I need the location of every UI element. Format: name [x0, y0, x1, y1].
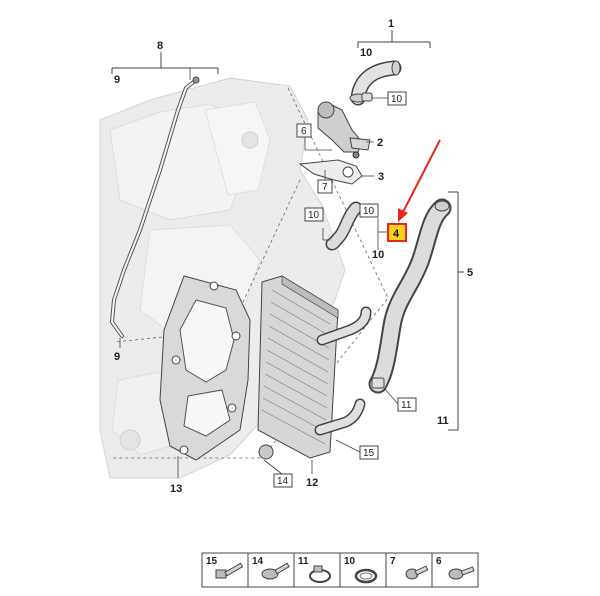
assembly-outline-inner — [114, 179, 301, 343]
callout-11-plain: 11 — [437, 415, 449, 427]
callout-10-box-a: 10 — [391, 94, 403, 105]
box-14 — [273, 473, 293, 488]
callout-2: 2 — [377, 137, 383, 149]
bolt-collar-icon — [448, 566, 475, 580]
callout-14-box: 14 — [277, 476, 289, 487]
svg-text:14: 14 — [252, 556, 264, 567]
svg-text:6: 6 — [436, 556, 442, 567]
callout-4-highlight[interactable] — [387, 223, 407, 242]
oil-cooler-12 — [257, 275, 372, 460]
box-10-a — [387, 91, 407, 106]
svg-text:15: 15 — [206, 556, 218, 567]
bracket-5 — [448, 191, 464, 431]
callout-6-box: 6 — [301, 126, 307, 137]
callout-10-top: 10 — [360, 47, 372, 59]
box-10-c — [359, 203, 379, 218]
gasket-3 — [298, 159, 363, 185]
callout-15-box: 15 — [363, 448, 375, 459]
callout-12: 12 — [306, 477, 318, 489]
red-arrow-icon — [398, 139, 441, 222]
legend-cell-14: 14 — [252, 556, 290, 580]
assembly-outline — [110, 87, 389, 459]
callout-11-box: 11 — [401, 400, 412, 411]
vent-hose-8 — [109, 76, 200, 338]
callout-5: 5 — [467, 267, 473, 279]
svg-text:10: 10 — [344, 556, 356, 567]
box-15 — [359, 445, 379, 460]
svg-text:7: 7 — [390, 556, 396, 567]
legend-cell-6: 6 — [436, 556, 475, 580]
clamp-10-a — [361, 92, 373, 102]
callout-8: 8 — [157, 40, 163, 52]
callout-3: 3 — [378, 171, 384, 183]
bracket-4 — [377, 218, 388, 250]
legend-cell-7: 7 — [390, 556, 429, 580]
legend-cell-10: 10 — [344, 556, 378, 584]
bolt-flange-icon — [261, 562, 290, 580]
gasket-plate-13 — [159, 275, 251, 461]
callout-10-box-b: 10 — [308, 210, 320, 221]
long-hose-5 — [368, 198, 452, 394]
legend-cell-15: 15 — [206, 556, 244, 579]
legend-cell-11: 11 — [298, 556, 331, 583]
fastener-legend — [201, 552, 479, 588]
small-hose-4 — [325, 201, 363, 251]
box-11 — [397, 397, 417, 412]
bolt-short-icon — [405, 565, 429, 580]
box-10-b — [304, 207, 324, 222]
box-7 — [317, 179, 333, 194]
box-6 — [296, 123, 312, 138]
callout-1: 1 — [388, 18, 394, 30]
bracket-1 — [357, 30, 431, 48]
callout-10-box-c: 10 — [363, 206, 375, 217]
callout-7-box: 7 — [322, 182, 328, 193]
bolt-long-icon — [215, 562, 244, 579]
spring-clamp-icon — [354, 568, 378, 584]
callout-13: 13 — [170, 483, 182, 495]
clamp-11 — [371, 377, 385, 389]
callout-4[interactable]: 4 — [393, 228, 400, 240]
svg-text:11: 11 — [298, 556, 309, 567]
bracket-8 — [111, 52, 219, 80]
hose-clamp-icon — [309, 565, 331, 583]
valve-2 — [317, 101, 371, 159]
callout-10-plain: 10 — [372, 249, 384, 261]
callout-9-bottom: 9 — [114, 351, 120, 363]
callout-9-top: 9 — [114, 74, 120, 86]
